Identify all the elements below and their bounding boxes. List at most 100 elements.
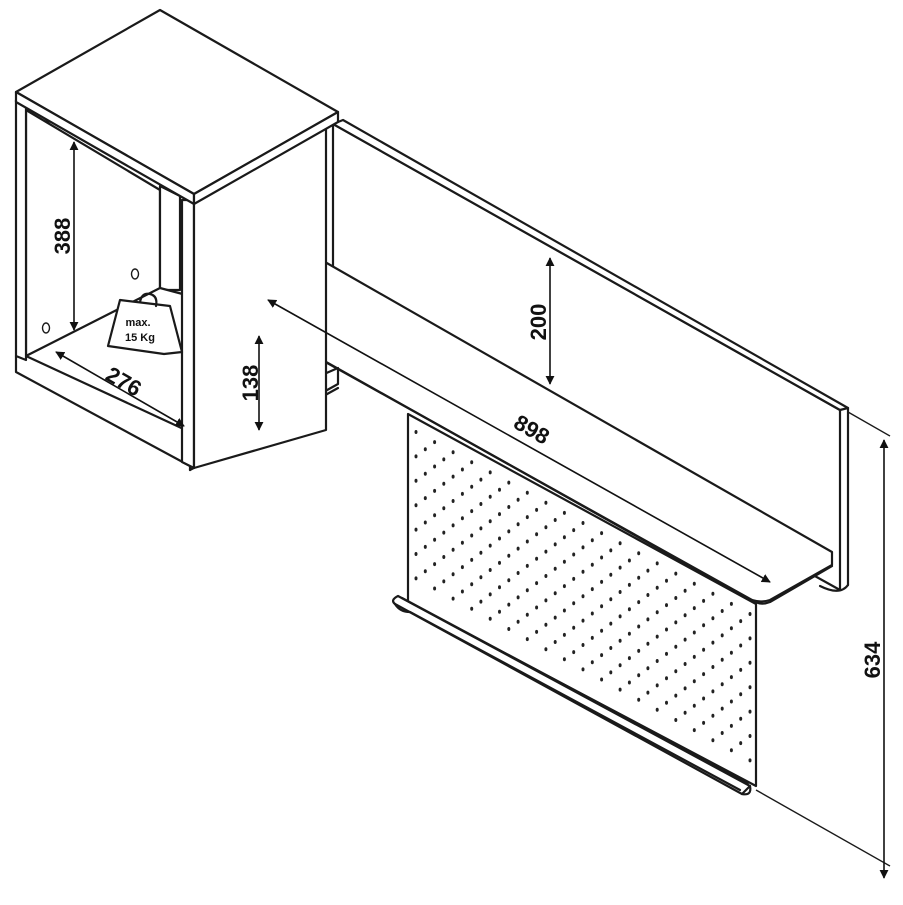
peg-hole [423, 447, 427, 452]
peg-hole [711, 713, 715, 718]
peg-hole [692, 703, 696, 708]
peg-hole [683, 710, 687, 715]
peg-hole [674, 620, 678, 625]
peg-hole [665, 700, 668, 705]
peg-hole [470, 460, 474, 465]
peg-hole [729, 699, 733, 704]
peg-hole [581, 618, 585, 623]
peg-hole [646, 690, 650, 695]
peg-hole [414, 527, 418, 532]
peg-hole [637, 600, 641, 605]
peg-hole [414, 478, 418, 483]
peg-hole [600, 677, 604, 682]
peg-hole [702, 647, 706, 652]
peg-hole [488, 519, 492, 524]
peg-hole [488, 568, 492, 572]
peg-hole [553, 615, 557, 620]
peg-hole [460, 467, 464, 472]
peg-hole [720, 731, 724, 735]
peg-hole [627, 656, 631, 661]
peg-hole [720, 657, 724, 662]
peg-hole [711, 640, 715, 645]
peg-hole [627, 582, 631, 587]
peg-hole [479, 575, 483, 580]
peg-hole [562, 584, 566, 589]
peg-hole [590, 562, 594, 567]
peg-hole [692, 679, 696, 684]
peg-hole [581, 594, 585, 599]
peg-hole [748, 660, 752, 665]
peg-hole [525, 612, 529, 617]
peg-hole [451, 572, 455, 577]
peg-hole [423, 471, 427, 476]
peg-hole [572, 650, 576, 655]
peg-hole [646, 593, 650, 597]
peg-hole [600, 628, 604, 633]
peg-hole [423, 496, 427, 501]
peg-hole [609, 572, 613, 577]
peg-hole [692, 630, 696, 635]
peg-hole [516, 619, 520, 624]
peg-hole [470, 557, 474, 562]
peg-hole [479, 526, 483, 531]
peg-hole [451, 547, 455, 552]
peg-hole [572, 625, 576, 630]
peg-hole [739, 716, 743, 721]
peg-hole [711, 689, 715, 694]
peg-hole [544, 647, 548, 652]
peg-hole [627, 631, 631, 636]
peg-hole [535, 581, 539, 586]
peg-hole [423, 569, 427, 574]
peg-hole [553, 640, 557, 644]
peg-hole [433, 586, 437, 591]
peg-hole [544, 500, 548, 505]
peg-hole [702, 720, 706, 725]
peg-hole [535, 507, 539, 512]
peg-hole [544, 622, 548, 627]
peg-hole [525, 588, 529, 593]
peg-hole [600, 579, 604, 584]
peg-hole [646, 617, 650, 622]
peg-hole [655, 585, 659, 590]
peg-hole [590, 611, 594, 616]
peg-hole [646, 568, 650, 573]
peg-hole [460, 540, 464, 545]
peg-hole [507, 627, 511, 631]
peg-hole [702, 598, 706, 603]
peg-hole [646, 666, 650, 671]
peg-hole [562, 510, 566, 515]
peg-hole [442, 481, 446, 486]
peg-hole [618, 663, 622, 668]
peg-hole [692, 728, 696, 733]
peg-hole [609, 621, 613, 626]
peg-hole [498, 609, 501, 614]
peg-hole [414, 503, 418, 508]
peg-hole [507, 480, 511, 485]
peg-hole [674, 669, 678, 674]
peg-hole [535, 629, 539, 634]
peg-hole [683, 662, 687, 666]
peg-hole [729, 748, 733, 753]
peg-hole [433, 488, 437, 493]
peg-hole [442, 555, 446, 559]
peg-hole [655, 610, 659, 615]
peg-hole [711, 738, 715, 743]
peg-hole [507, 505, 511, 509]
peg-hole [618, 565, 622, 570]
peg-hole [525, 563, 529, 568]
peg-hole [488, 470, 492, 475]
peg-hole [627, 607, 631, 612]
peg-hole [739, 692, 743, 697]
peg-hole [479, 550, 483, 555]
peg-hole [414, 576, 418, 581]
peg-hole [674, 644, 678, 649]
peg-hole [516, 546, 520, 551]
peg-hole [553, 518, 557, 522]
dimension-cabinet-height: 388 [50, 141, 79, 331]
peg-hole [637, 648, 641, 653]
peg-hole [423, 520, 427, 525]
peg-hole [692, 581, 696, 586]
peg-hole [748, 685, 752, 690]
peg-hole [711, 616, 715, 621]
